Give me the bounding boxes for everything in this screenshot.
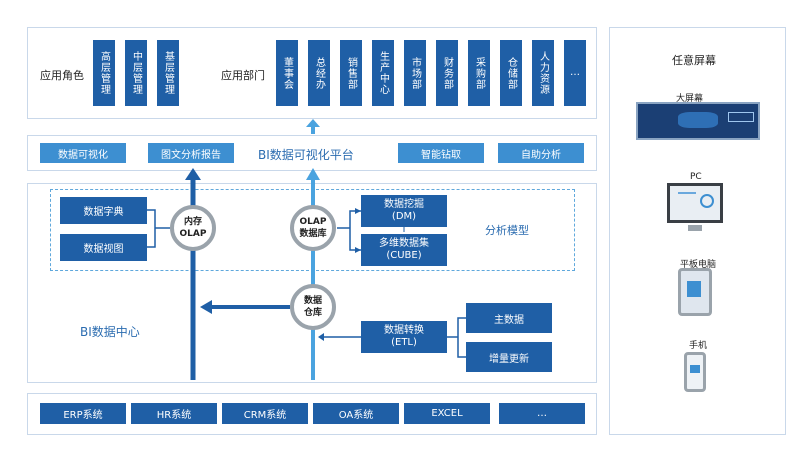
tablet-label: 平板电脑 [680, 260, 717, 270]
role-senior[interactable]: 高层管理 [93, 40, 115, 106]
source-erp[interactable]: ERP系统 [40, 403, 126, 424]
pc-icon [667, 183, 723, 223]
data-center-title: BI数据中心 [80, 325, 140, 339]
source-hr[interactable]: HR系统 [131, 403, 217, 424]
platform-title: BI数据可视化平台 [258, 148, 354, 162]
dept-marketing[interactable]: 市场部 [404, 40, 426, 106]
source-crm[interactable]: CRM系统 [222, 403, 308, 424]
screens-title: 任意屏幕 [672, 54, 716, 67]
role-middle[interactable]: 中层管理 [125, 40, 147, 106]
data-view[interactable]: 数据视图 [60, 234, 147, 261]
btn-data-visualization[interactable]: 数据可视化 [40, 143, 126, 163]
pc-label: PC [690, 172, 702, 182]
btn-report[interactable]: 图文分析报告 [148, 143, 234, 163]
dept-board[interactable]: 董事会 [276, 40, 298, 106]
source-excel[interactable]: EXCEL [404, 403, 490, 424]
incremental-update[interactable]: 增量更新 [466, 342, 552, 372]
phone-icon [684, 352, 706, 392]
departments-label: 应用部门 [221, 69, 265, 82]
tablet-icon [678, 268, 712, 316]
dept-warehouse[interactable]: 仓储部 [500, 40, 522, 106]
dept-more[interactable]: … [564, 40, 586, 106]
cube[interactable]: 多维数据集(CUBE) [361, 234, 447, 266]
btn-drill-down[interactable]: 智能钻取 [398, 143, 484, 163]
data-warehouse-node[interactable]: 数据仓库 [290, 284, 336, 330]
dept-finance[interactable]: 财务部 [436, 40, 458, 106]
data-mining[interactable]: 数据挖掘(DM) [361, 195, 447, 227]
pc-stand-icon [688, 225, 702, 231]
dept-production[interactable]: 生产中心 [372, 40, 394, 106]
big-screen-label: 大屏幕 [676, 94, 704, 104]
phone-label: 手机 [689, 341, 708, 351]
role-junior[interactable]: 基层管理 [157, 40, 179, 106]
roles-label: 应用角色 [40, 69, 84, 82]
btn-self-service[interactable]: 自助分析 [498, 143, 584, 163]
analysis-model-label: 分析模型 [485, 224, 529, 237]
dept-hr[interactable]: 人力资源 [532, 40, 554, 106]
source-oa[interactable]: OA系统 [313, 403, 399, 424]
etl[interactable]: 数据转换(ETL) [361, 321, 447, 353]
dept-purchasing[interactable]: 采购部 [468, 40, 490, 106]
big-screen-icon [636, 102, 760, 140]
dept-sales[interactable]: 销售部 [340, 40, 362, 106]
data-dictionary[interactable]: 数据字典 [60, 197, 147, 224]
master-data[interactable]: 主数据 [466, 303, 552, 333]
dept-gm-office[interactable]: 总经办 [308, 40, 330, 106]
source-more[interactable]: … [499, 403, 585, 424]
